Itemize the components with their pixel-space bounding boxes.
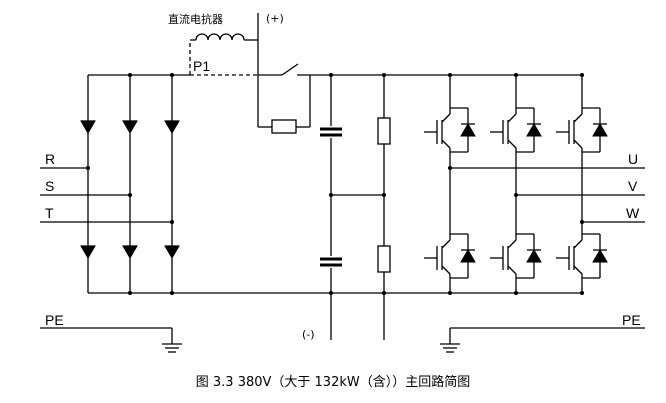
p1-label: P1 — [193, 58, 210, 74]
v-label: V — [628, 178, 638, 194]
bypass-contactor — [281, 63, 299, 76]
reactor-label: 直流电抗器 — [168, 12, 223, 26]
pe-left-label: PE — [45, 312, 64, 328]
balance-resistors — [377, 73, 391, 340]
igbt-lower-3-diode — [592, 249, 608, 263]
s-label: S — [45, 178, 54, 194]
t-label: T — [45, 205, 54, 221]
r-label: R — [45, 151, 55, 167]
diode-upper-t — [164, 120, 180, 134]
diode-lower-r — [80, 245, 96, 259]
dc-reactor — [190, 33, 258, 41]
w-label: W — [626, 205, 640, 221]
diode-upper-r — [80, 120, 96, 134]
figure-caption: 图 3.3 380V（大于 132kW（含））主回路简图 — [196, 374, 470, 390]
ground-icon-right — [440, 328, 460, 353]
igbt-upper-3-diode — [592, 123, 608, 137]
diode-lower-s — [122, 245, 138, 259]
dc-capacitors — [320, 73, 384, 340]
igbt-upper-1-diode — [460, 123, 476, 137]
igbt-inverter — [424, 73, 608, 295]
minus-label: (-) — [302, 328, 315, 341]
igbt-upper-2-diode — [526, 123, 542, 137]
igbt-lower-2-diode — [526, 249, 542, 263]
pe-right-label: PE — [622, 312, 641, 328]
diode-upper-s — [122, 120, 138, 134]
ground-icon-left — [162, 328, 182, 353]
charge-resistor — [257, 75, 311, 134]
igbt-lower-1-diode — [460, 249, 476, 263]
plus-label: (+) — [266, 12, 284, 25]
u-label: U — [628, 151, 638, 167]
diode-lower-t — [164, 245, 180, 259]
rectifier-bridge — [80, 73, 180, 295]
